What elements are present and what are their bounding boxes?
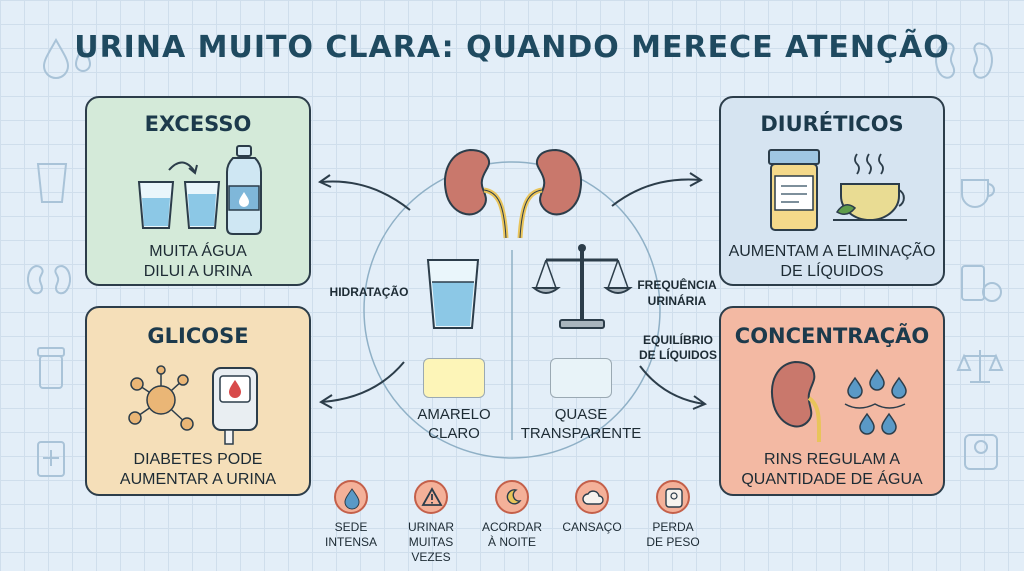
card-glicose: GLICOSE DIABETES PODE AUMENTAR A URINA bbox=[85, 306, 311, 496]
card-desc-glicose-2: AUMENTAR A URINA bbox=[119, 471, 277, 488]
card-desc-diureticos-2: DE LÍQUIDOS bbox=[780, 263, 884, 280]
moon-icon bbox=[495, 480, 529, 514]
card-title-excesso: EXCESSO bbox=[144, 112, 252, 136]
swatch-amarelo-claro bbox=[423, 358, 485, 398]
symptom-label: URINAR bbox=[407, 520, 454, 534]
background-pills-icon bbox=[961, 265, 1002, 302]
symptom-label: PERDA bbox=[652, 520, 694, 534]
label-amarelo-1: AMARELO bbox=[417, 406, 491, 423]
symptom-label: DE PESO bbox=[646, 535, 700, 549]
card-concentracao: CONCENTRAÇÃO RINS REGULAM A QUANTIDADE D… bbox=[719, 306, 945, 496]
symptom-label: CANSAÇO bbox=[562, 520, 622, 534]
card-desc-excesso-2: DILUI A URINA bbox=[143, 263, 253, 280]
label-amarelo-2: CLARO bbox=[428, 425, 480, 442]
card-desc-glicose-1: DIABETES PODE bbox=[133, 451, 263, 468]
balance-scale-icon bbox=[531, 244, 633, 329]
background-drops-icon bbox=[42, 37, 92, 79]
water-glass-icon bbox=[426, 259, 480, 329]
water-glasses-icon bbox=[137, 145, 262, 235]
water-drop-icon bbox=[334, 480, 368, 514]
label-equilibrio-1: EQUILÍBRIO bbox=[642, 333, 713, 347]
label-frequencia-2: URINÁRIA bbox=[647, 294, 707, 308]
kidney-drops-icon bbox=[771, 360, 907, 442]
label-hidratacao: HIDRATAÇÃO bbox=[329, 285, 409, 299]
pill-bottle-tea-icon bbox=[768, 149, 907, 231]
background-glass-icon bbox=[36, 163, 68, 203]
swatch-quase-transparente bbox=[550, 358, 612, 398]
cloud-icon bbox=[575, 480, 609, 514]
background-medkit-icon bbox=[37, 441, 65, 477]
scale-icon bbox=[656, 480, 690, 514]
label-quase-1: QUASE bbox=[554, 406, 608, 423]
symptom-label: À NOITE bbox=[487, 535, 536, 549]
background-kidneys-icon bbox=[935, 42, 993, 79]
page-title: URINA MUITO CLARA: QUANDO MERECE ATENÇÃO bbox=[74, 30, 950, 65]
card-desc-diureticos-1: AUMENTAM A ELIMINAÇÃO bbox=[728, 243, 936, 260]
symptom-label: INTENSA bbox=[324, 535, 377, 549]
card-desc-excesso-1: MUITA ÁGUA bbox=[149, 243, 247, 260]
card-diureticos: DIURÉTICOS AUMENTAM A ELIMINAÇÃO DE LÍQU… bbox=[719, 96, 945, 286]
symptom-label: ACORDAR bbox=[481, 520, 542, 534]
kidneys-icon bbox=[444, 148, 582, 239]
background-scale-icon bbox=[956, 350, 1004, 383]
label-equilibrio-2: DE LÍQUIDOS bbox=[638, 348, 717, 362]
card-excesso: EXCESSO MUITA ÁGUA DILUI A URINA bbox=[85, 96, 311, 286]
label-quase-2: TRANSPARENTE bbox=[520, 425, 642, 442]
card-desc-concentracao-2: QUANTIDADE DE ÁGUA bbox=[741, 471, 923, 488]
symptom-label: MUITAS VEZES bbox=[408, 535, 454, 564]
background-pill-bottle-icon bbox=[37, 347, 65, 389]
card-desc-concentracao-1: RINS REGULAM A bbox=[763, 451, 901, 468]
card-title-glicose: GLICOSE bbox=[147, 324, 249, 348]
background-weight-scale-icon bbox=[964, 434, 998, 470]
symptom-label: SEDE bbox=[334, 520, 368, 534]
background-cup-icon bbox=[961, 179, 995, 208]
card-title-concentracao: CONCENTRAÇÃO bbox=[734, 324, 930, 348]
background-kidney-small-icon bbox=[27, 264, 71, 295]
card-title-diureticos: DIURÉTICOS bbox=[760, 112, 904, 136]
label-frequencia-1: FREQUÊNCIA bbox=[637, 278, 717, 292]
glucose-meter-icon bbox=[128, 365, 258, 445]
warning-icon bbox=[414, 480, 448, 514]
